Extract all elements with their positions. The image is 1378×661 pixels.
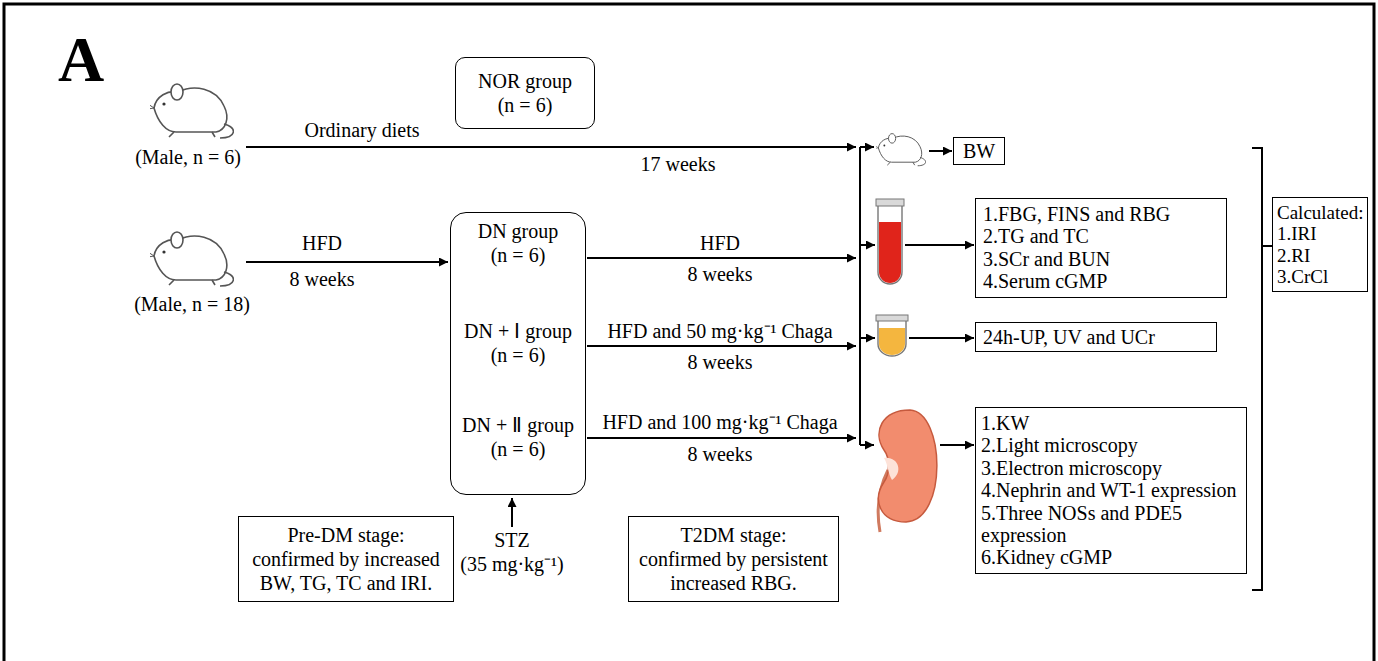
list-item: 6.Kidney cGMP	[981, 546, 1241, 568]
label-anchor: HFD and 50 mg·kg⁻¹ Chaga	[607, 320, 832, 342]
measure-box: 24h-UP, UV and UCr	[975, 322, 1217, 352]
annotation-label: STZ	[494, 529, 530, 551]
box-text: Pre-DM stage: confirmed by increased BW,…	[248, 523, 444, 595]
annotation-label: 8 weeks	[688, 263, 753, 285]
measure-box: 1.KW2.Light microscopy3.Electron microsc…	[975, 407, 1247, 574]
annotation-label: HFD and 100 mg·kg⁻¹ Chaga	[602, 411, 837, 433]
list-item: 1.FBG, FINS and RBG	[983, 203, 1219, 225]
label-anchor: (Male, n = 18)	[134, 293, 250, 315]
bracket	[1252, 148, 1272, 590]
annotation-label: (35 mg·kg⁻¹)	[460, 553, 564, 575]
mouse-icon	[148, 232, 233, 286]
annotation-label: 17 weeks	[641, 153, 716, 175]
label-anchor: (35 mg·kg⁻¹)	[460, 553, 564, 575]
label-anchor: STZ	[494, 529, 530, 551]
label-anchor: A	[58, 24, 104, 96]
calculation-box: Calculated:1.IRI2.RI3.CrCl	[1272, 197, 1368, 292]
list-item: 2.Light microscopy	[981, 434, 1241, 456]
label-anchor: Ordinary diets	[305, 119, 420, 141]
annotation-label: Ordinary diets	[305, 119, 420, 141]
label-anchor: 8 weeks	[290, 268, 355, 290]
label-anchor: 8 weeks	[688, 263, 753, 285]
list-item: 4.Nephrin and WT-1 expression	[981, 479, 1241, 501]
list-item: 4.Serum cGMP	[983, 270, 1219, 292]
annotation-label: HFD	[700, 232, 740, 254]
list-item: 1.IRI	[1277, 223, 1363, 244]
annotation-label: HFD and 50 mg·kg⁻¹ Chaga	[607, 320, 832, 342]
box-text: T2DM stage: confirmed by persistent incr…	[638, 523, 829, 595]
list-item: Calculated:	[1277, 202, 1363, 223]
kidney-icon	[878, 410, 937, 532]
label-anchor: HFD	[700, 232, 740, 254]
list-item: 2.RI	[1277, 245, 1363, 266]
annotation-label: (Male, n = 18)	[134, 293, 250, 315]
box-text: NOR group (n = 6)	[475, 69, 575, 117]
list-item: 3.SCr and BUN	[983, 248, 1219, 270]
list-item: 3.CrCl	[1277, 266, 1363, 287]
list-item: 2.TG and TC	[983, 225, 1219, 247]
box-text: DN + Ⅰ group (n = 6)	[454, 319, 582, 367]
stage-note-box: Pre-DM stage: confirmed by increased BW,…	[238, 516, 454, 602]
stage-note-box: T2DM stage: confirmed by persistent incr…	[628, 516, 839, 602]
figure-frame	[4, 4, 1374, 661]
urine-tube	[876, 315, 908, 356]
label-anchor: 8 weeks	[688, 351, 753, 373]
list-item: 3.Electron microscopy	[981, 457, 1241, 479]
annotation-label: 8 weeks	[688, 351, 753, 373]
annotation-label: 8 weeks	[290, 268, 355, 290]
group-box: DN group (n = 6) DN + Ⅰ group (n = 6) DN +…	[450, 212, 586, 495]
measure-box: BW	[953, 137, 1005, 165]
mouse-icon	[875, 134, 926, 166]
group-box: NOR group (n = 6)	[455, 57, 595, 129]
panel-letter: A	[58, 24, 104, 95]
list-item: 5.Three NOSs and PDE5 expression	[981, 502, 1241, 547]
arrows	[246, 147, 974, 527]
annotation-label: (Male, n = 6)	[135, 146, 241, 168]
measure-box: 1.FBG, FINS and RBG2.TG and TC3.SCr and …	[975, 198, 1227, 298]
list-item: 24h-UP, UV and UCr	[983, 326, 1209, 348]
label-anchor: 8 weeks	[688, 443, 753, 465]
box-text: BW	[963, 139, 995, 163]
annotation-label: 8 weeks	[688, 443, 753, 465]
mouse-icon	[148, 84, 233, 138]
blood-tube	[876, 199, 904, 284]
box-text: DN + Ⅱ group (n = 6)	[454, 413, 582, 461]
annotation-label: HFD	[302, 232, 342, 254]
label-anchor: 17 weeks	[641, 153, 716, 175]
box-text: DN group (n = 6)	[472, 219, 564, 267]
label-anchor: HFD and 100 mg·kg⁻¹ Chaga	[602, 411, 837, 433]
list-item: 1.KW	[981, 412, 1241, 434]
label-anchor: (Male, n = 6)	[135, 146, 241, 168]
label-anchor: HFD	[302, 232, 342, 254]
